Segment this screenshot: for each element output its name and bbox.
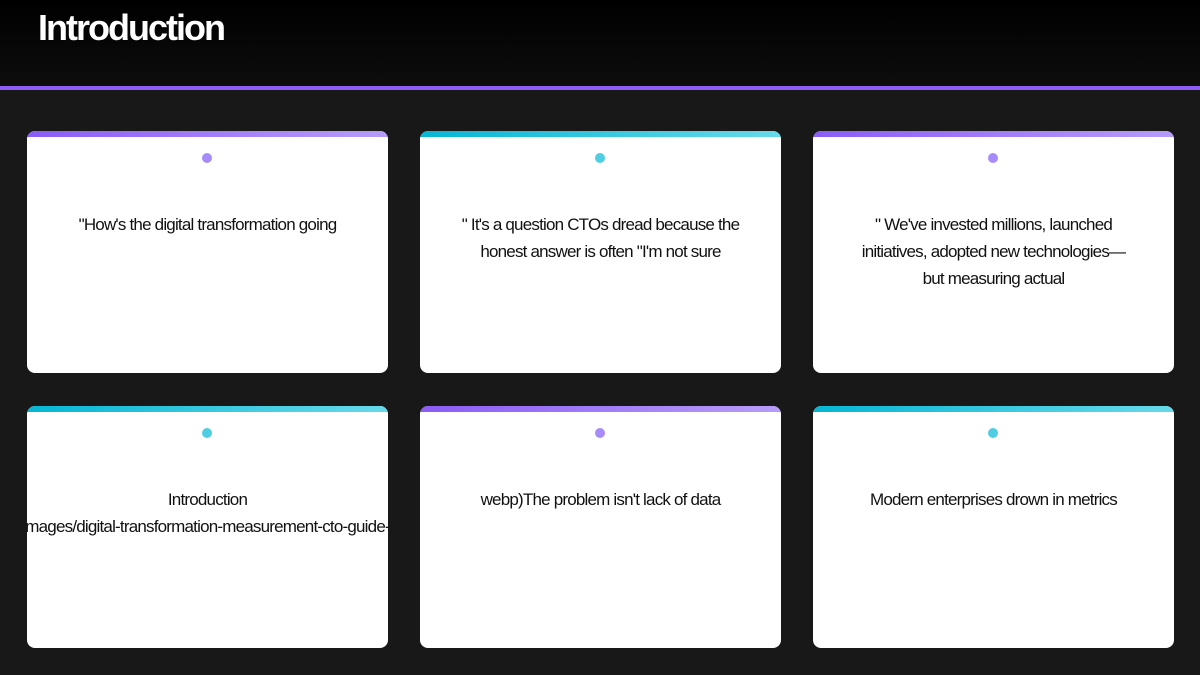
card-dot-icon <box>595 153 605 163</box>
card-accent-bar <box>27 406 388 412</box>
header-divider <box>0 86 1200 90</box>
card-dot-icon <box>595 428 605 438</box>
card-accent-bar <box>27 131 388 137</box>
card-text: " We've invested millions, launched init… <box>861 215 1126 288</box>
card-2: " It's a question CTOs dread because the… <box>420 131 781 373</box>
card-text: Introduction (/images/digital-transforma… <box>27 486 388 540</box>
card-accent-bar <box>420 406 781 412</box>
card-3: " We've invested millions, launched init… <box>813 131 1174 373</box>
card-text: webp)The problem isn't lack of data <box>480 490 722 509</box>
page-header: Introduction <box>0 0 1200 86</box>
card-5: webp)The problem isn't lack of data <box>420 406 781 648</box>
card-1: "How's the digital transformation going <box>27 131 388 373</box>
card-text: " It's a question CTOs dread because the… <box>461 215 740 261</box>
card-4: Introduction (/images/digital-transforma… <box>27 406 388 648</box>
card-dot-icon <box>988 153 998 163</box>
card-dot-icon <box>202 153 212 163</box>
card-text-line: Introduction <box>167 490 248 509</box>
page-title: Introduction <box>38 7 226 48</box>
card-text: "How's the digital transformation going <box>78 215 338 234</box>
card-dot-icon <box>202 428 212 438</box>
card-text: Modern enterprises drown in metrics <box>870 490 1118 509</box>
card-accent-bar <box>420 131 781 137</box>
card-accent-bar <box>813 406 1174 412</box>
card-dot-icon <box>988 428 998 438</box>
card-accent-bar <box>813 131 1174 137</box>
card-image-path-text: (/images/digital-transformation-measurem… <box>27 517 388 536</box>
card-6: Modern enterprises drown in metrics <box>813 406 1174 648</box>
